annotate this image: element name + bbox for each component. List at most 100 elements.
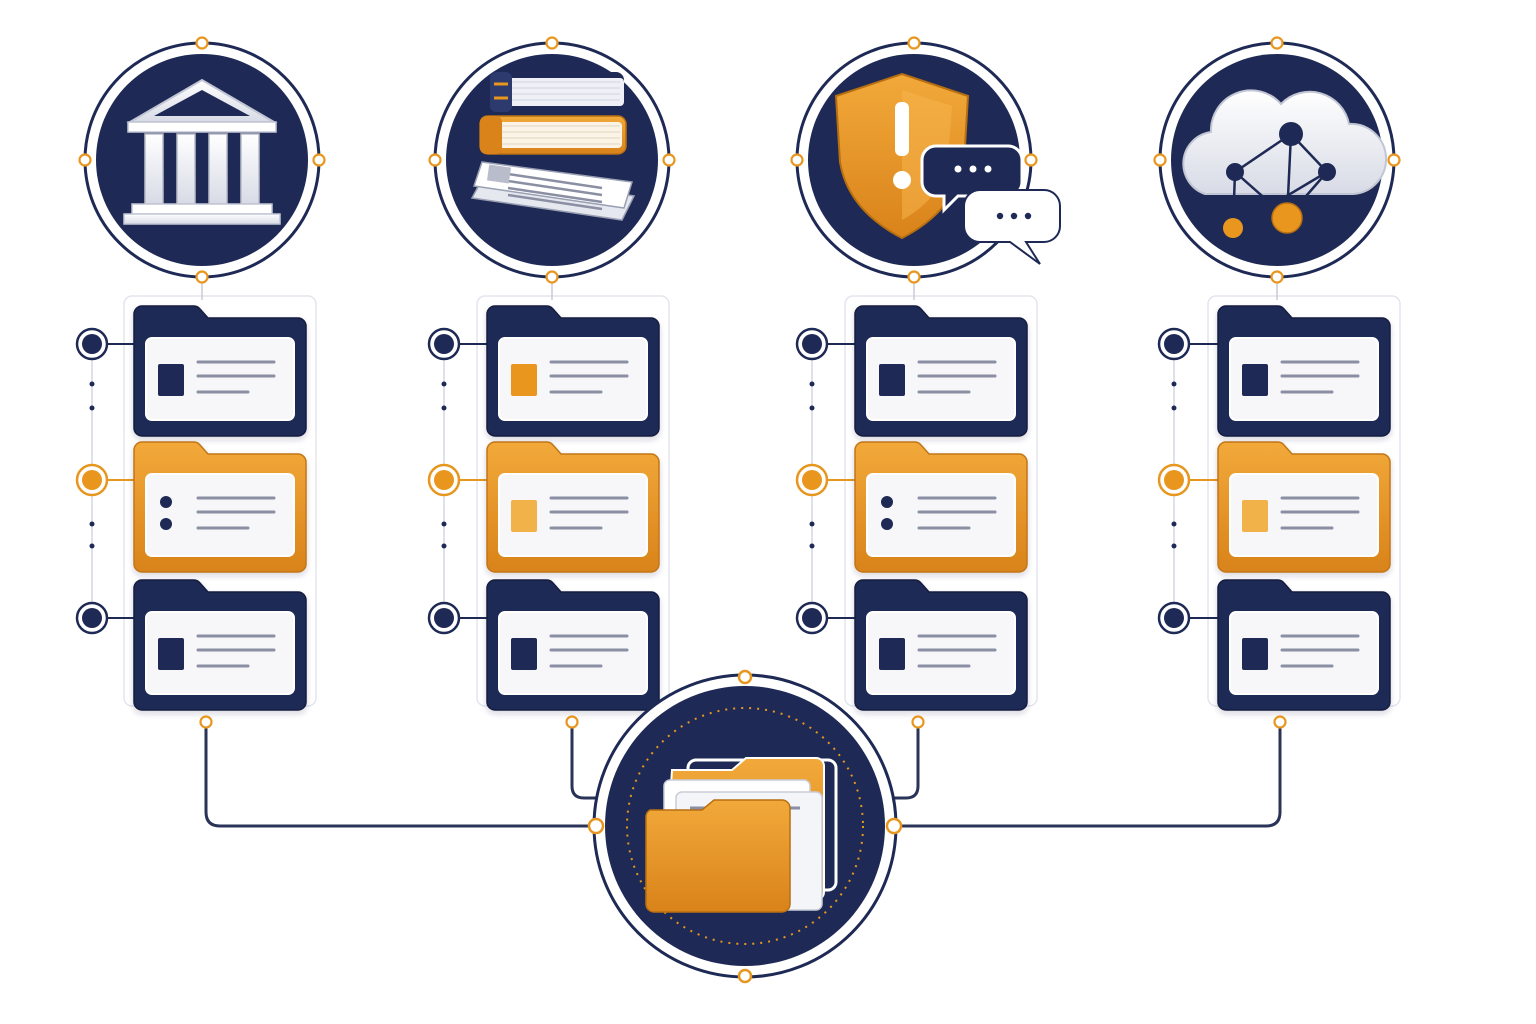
icon-ring-node-3 (78, 153, 92, 167)
icon-ring-node-4 (1387, 153, 1401, 167)
folder-cloud-3 (1217, 579, 1391, 711)
timeline-node-core-3 (802, 608, 822, 628)
folder-cloud-3-card (1229, 611, 1379, 695)
folder-records-2-marker (511, 500, 537, 532)
timeline-dot-4 (441, 543, 447, 549)
timeline-dot-1 (1171, 381, 1177, 387)
central-folder-stack-icon (645, 757, 838, 913)
timeline-dot-4 (809, 543, 815, 549)
icon-ring-node-2 (195, 270, 209, 284)
connector-institution (204, 720, 598, 828)
shield-alert-chat-icon (834, 72, 1061, 265)
hub-node-left (587, 817, 605, 835)
icon-ring-node-1 (195, 36, 209, 50)
folder-records-2 (486, 441, 660, 573)
timeline-node-core-3 (1164, 608, 1184, 628)
icon-ring-node-2 (907, 270, 921, 284)
timeline-node-core-1 (1164, 334, 1184, 354)
timeline-node-core-2 (434, 470, 454, 490)
folder-compliance-1-card (866, 337, 1016, 421)
folder-cloud-1-card (1229, 337, 1379, 421)
column-output-node (911, 715, 925, 729)
timeline-dot-4 (1171, 543, 1177, 549)
timeline-dot-1 (441, 381, 447, 387)
folder-records-1 (486, 305, 660, 437)
timeline-node-core-2 (802, 470, 822, 490)
folder-cloud-2-card (1229, 473, 1379, 557)
timeline-dot-4 (89, 543, 95, 549)
icon-ring-node-1 (1270, 36, 1284, 50)
folder-cloud-2 (1217, 441, 1391, 573)
folder-records-1-card (498, 337, 648, 421)
timeline-node-core-3 (82, 608, 102, 628)
icon-ring-node-4 (1024, 153, 1038, 167)
icon-ring-node-1 (545, 36, 559, 50)
icon-ring-node-2 (545, 270, 559, 284)
books-and-papers-icon (470, 72, 636, 221)
icon-ring-node-1 (907, 36, 921, 50)
hub-node-top (737, 669, 753, 685)
hub-dotted-ring (626, 707, 864, 945)
folder-compliance-2-bullet-2 (881, 518, 893, 530)
folder-compliance-3-marker (879, 638, 905, 670)
central-hub (587, 669, 903, 984)
timeline-node-core-2 (82, 470, 102, 490)
timeline-dot-3 (809, 521, 815, 527)
folder-institution-1 (133, 305, 307, 437)
icon-ring-node-3 (1153, 153, 1167, 167)
folder-compliance-2 (854, 441, 1028, 573)
folder-institution-3 (133, 579, 307, 711)
folder-compliance-3-card (866, 611, 1016, 695)
connector-cloud (892, 720, 1282, 828)
timeline-node-core-1 (434, 334, 454, 354)
folder-compliance-1 (854, 305, 1028, 437)
timeline-node-core-1 (802, 334, 822, 354)
timeline-dot-1 (809, 381, 815, 387)
folder-compliance-2-bullet-1 (881, 496, 893, 508)
column-records (427, 36, 676, 729)
icon-ring-node-4 (662, 153, 676, 167)
column-output-node (565, 715, 579, 729)
timeline-dot-1 (89, 381, 95, 387)
timeline-node-core-1 (82, 334, 102, 354)
timeline-node-core-3 (434, 608, 454, 628)
folder-institution-1-marker (158, 364, 184, 396)
folder-records-3-card (498, 611, 648, 695)
folder-institution-2-card (145, 473, 295, 557)
column-output-node (199, 715, 213, 729)
column-output-node (1273, 715, 1287, 729)
connector-records (570, 720, 608, 800)
folder-institution-2-bullet-1 (160, 496, 172, 508)
timeline-dot-2 (1171, 405, 1177, 411)
timeline-dot-3 (89, 521, 95, 527)
folder-compliance-1-marker (879, 364, 905, 396)
folder-compliance-2-card (866, 473, 1016, 557)
column-compliance (790, 36, 1061, 729)
folder-institution-1-card (145, 337, 295, 421)
icon-ring-node-3 (790, 153, 804, 167)
folder-records-3 (486, 579, 660, 711)
hub-node-bottom (737, 968, 753, 984)
folder-cloud-2-marker (1242, 500, 1268, 532)
folder-institution-2 (133, 441, 307, 573)
hub-nodes (587, 669, 903, 984)
icon-ring-node-2 (1270, 270, 1284, 284)
column-institution (75, 36, 326, 729)
hub-connectors (204, 720, 1282, 828)
cloud-network-icon (1182, 89, 1388, 238)
timeline-dot-3 (1171, 521, 1177, 527)
folder-cloud-3-marker (1242, 638, 1268, 670)
icon-ring-node-4 (312, 153, 326, 167)
folder-records-1-marker (511, 364, 537, 396)
hub-node-right (885, 817, 903, 835)
folder-records-2-card (498, 473, 648, 557)
timeline-dot-2 (441, 405, 447, 411)
institution-building-icon (123, 78, 281, 225)
folder-records-3-marker (511, 638, 537, 670)
icon-ring-node-3 (428, 153, 442, 167)
connector-compliance (884, 720, 920, 800)
folder-cloud-1-marker (1242, 364, 1268, 396)
folder-institution-2-bullet-2 (160, 518, 172, 530)
